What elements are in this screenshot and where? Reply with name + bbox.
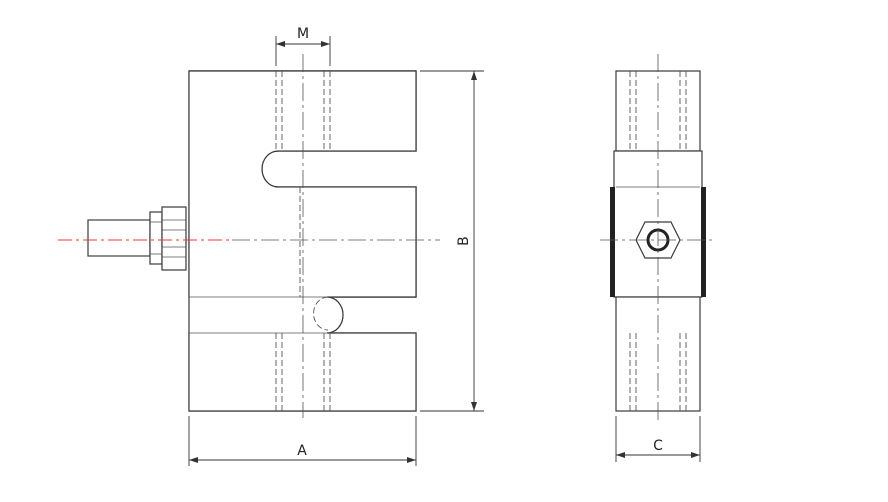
bottom-thread-hole-hidden <box>275 333 331 411</box>
cable-gland <box>149 206 187 271</box>
dimension-a: A <box>188 416 417 466</box>
top-thread-hole-hidden <box>275 71 331 151</box>
side-plate-right <box>701 187 706 297</box>
front-view: M B A <box>58 26 484 466</box>
dimension-b-label: B <box>456 236 472 246</box>
dimension-m-label: M <box>297 26 309 42</box>
dimension-a-label: A <box>297 443 307 459</box>
side-plate-left <box>610 187 615 297</box>
side-view: C <box>600 54 716 462</box>
dimension-c: C <box>615 416 701 462</box>
dimension-m: M <box>275 26 331 66</box>
cable <box>87 219 151 257</box>
dimension-c-label: C <box>653 438 663 454</box>
dimension-b: B <box>420 70 484 412</box>
